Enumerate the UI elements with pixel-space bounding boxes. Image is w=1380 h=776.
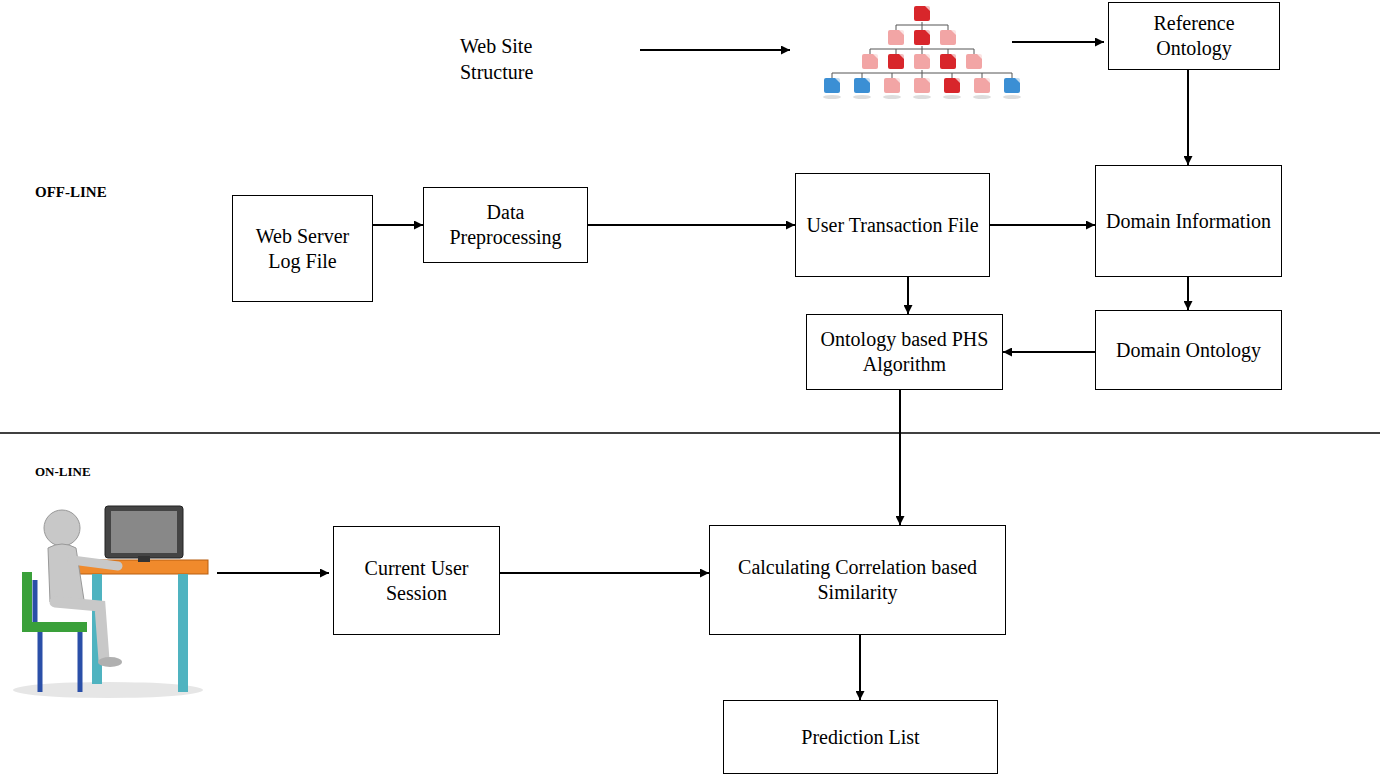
process-box: Prediction List bbox=[723, 700, 998, 774]
illustration-label: Web Site Structure bbox=[460, 33, 595, 85]
process-box: Current User Session bbox=[333, 526, 500, 635]
separator-line bbox=[0, 432, 1380, 434]
process-box: Domain Ontology bbox=[1095, 310, 1282, 390]
box-text: Domain Ontology bbox=[1116, 338, 1261, 363]
box-text: Prediction List bbox=[801, 725, 919, 750]
box-text: Data Preprocessing bbox=[434, 200, 577, 250]
box-text: Calculating Correlation based Similarity bbox=[720, 555, 995, 605]
user-at-computer-icon bbox=[13, 506, 208, 698]
flow-arrow bbox=[990, 224, 1095, 226]
box-text: Current User Session bbox=[344, 556, 489, 606]
pointer-arrow bbox=[1012, 41, 1104, 43]
box-text: Domain Information bbox=[1106, 209, 1271, 234]
box-text: User Transaction File bbox=[806, 213, 978, 238]
pointer-arrow bbox=[640, 49, 790, 51]
flow-arrow bbox=[1187, 70, 1189, 165]
flow-arrow bbox=[899, 390, 901, 525]
process-box: Web Server Log File bbox=[232, 195, 373, 302]
flow-arrow bbox=[859, 635, 861, 700]
process-box: Calculating Correlation based Similarity bbox=[709, 525, 1006, 635]
flow-arrow bbox=[1003, 351, 1095, 353]
flow-arrow bbox=[500, 572, 709, 574]
process-box: Data Preprocessing bbox=[423, 187, 588, 263]
pointer-arrow bbox=[217, 572, 329, 574]
site-tree-icon bbox=[823, 6, 1021, 99]
section-label: ON-LINE bbox=[35, 464, 145, 481]
flow-arrow bbox=[1187, 277, 1189, 310]
box-text: Web Server Log File bbox=[243, 224, 362, 274]
flow-arrow bbox=[907, 277, 909, 314]
process-box: Reference Ontology bbox=[1108, 2, 1280, 70]
process-box: Domain Information bbox=[1095, 165, 1282, 277]
box-text: Reference Ontology bbox=[1119, 11, 1269, 61]
process-box: Ontology based PHS Algorithm bbox=[806, 314, 1003, 390]
process-box: User Transaction File bbox=[795, 173, 990, 277]
flow-arrow bbox=[588, 224, 795, 226]
flow-arrow bbox=[373, 224, 423, 226]
section-label: OFF-LINE bbox=[35, 183, 145, 203]
box-text: Ontology based PHS Algorithm bbox=[817, 327, 992, 377]
